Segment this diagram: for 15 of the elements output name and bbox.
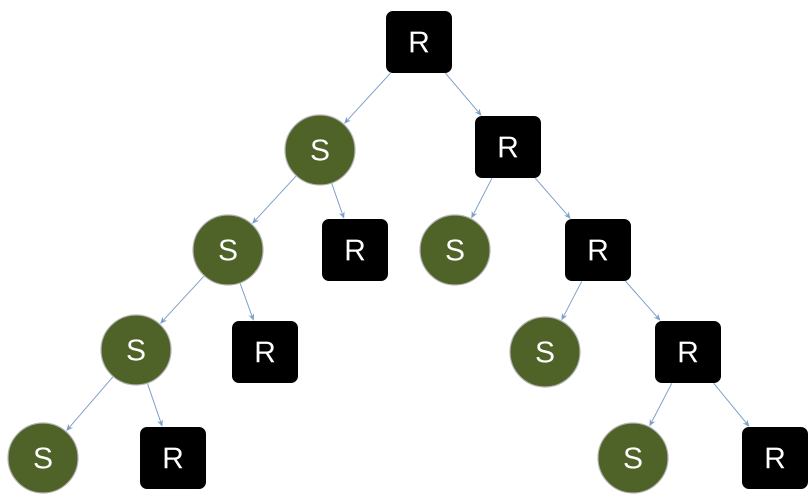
circle-node: S bbox=[192, 214, 264, 286]
circle-node: S bbox=[100, 314, 172, 386]
box-node: R bbox=[565, 219, 631, 281]
circle-node: S bbox=[419, 214, 491, 286]
circle-node: S bbox=[597, 422, 669, 494]
circle-node: S bbox=[509, 316, 581, 388]
circle-node: S bbox=[284, 114, 356, 186]
box-node: R bbox=[140, 427, 206, 489]
box-node: R bbox=[655, 321, 721, 383]
box-node: R bbox=[742, 427, 808, 489]
box-node: R bbox=[386, 11, 452, 73]
box-node: R bbox=[475, 116, 541, 178]
circle-node: S bbox=[7, 422, 79, 494]
box-node: R bbox=[322, 219, 388, 281]
box-node: R bbox=[232, 321, 298, 383]
